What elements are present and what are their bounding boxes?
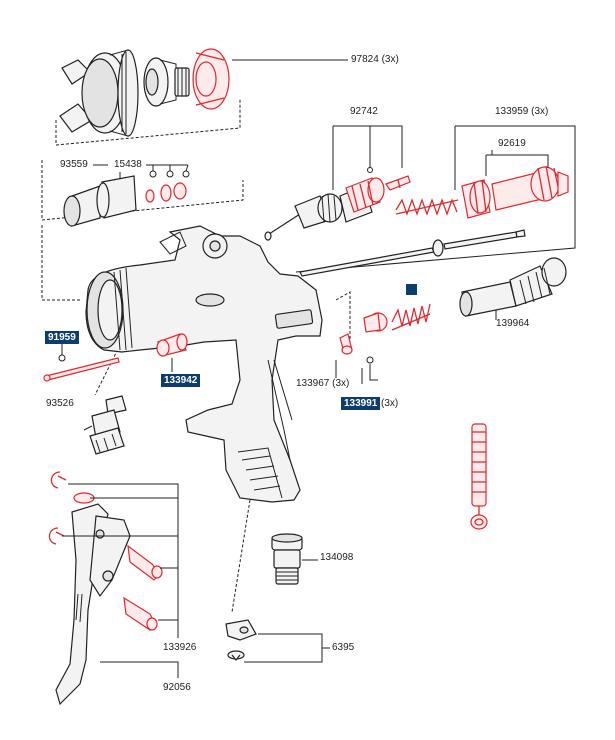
cap-92619: [461, 165, 569, 219]
spray-gun-body: [85, 225, 323, 503]
air-fitting-93526: [83, 395, 127, 455]
label-133967: 133967 (3x): [296, 378, 350, 389]
cleaning-brush: [470, 423, 488, 530]
cap-139964: [459, 257, 567, 317]
label-93559: 93559: [60, 159, 88, 170]
label-139964: 139964: [496, 318, 530, 329]
label-15438: 15438: [114, 159, 142, 170]
screw-133967: [339, 333, 353, 355]
label-93526: 93526: [46, 398, 74, 409]
label-133959: 133959 (3x): [495, 106, 549, 117]
label-92742: 92742: [350, 106, 378, 117]
o-rings-15438: [145, 170, 190, 203]
pin-91959: [43, 342, 120, 382]
trigger-assembly: [48, 471, 163, 706]
label-3x: (3x): [381, 398, 399, 409]
label-92619: 92619: [498, 138, 526, 149]
tag-133991: 133991: [341, 397, 381, 410]
label-6395: 6395: [332, 642, 355, 653]
part-133942: [156, 333, 188, 372]
part-6395: [225, 619, 257, 661]
fluid-needle: [299, 229, 526, 277]
tag-91959: 91959: [45, 331, 79, 344]
adapter-134098: [271, 533, 318, 585]
needle-packing-92742: [264, 175, 411, 241]
marker-square: [406, 284, 417, 295]
air-cap-assembly: [59, 49, 190, 137]
spring-133959: [395, 198, 459, 216]
label-134098: 134098: [320, 552, 354, 563]
label-92056: 92056: [163, 682, 191, 693]
valve-seat-133991: [363, 303, 431, 364]
cylinder-93559: [63, 175, 137, 227]
label-133926: 133926: [163, 642, 197, 653]
label-97824: 97824 (3x): [351, 54, 399, 65]
retaining-ring-97824: [192, 48, 230, 110]
tag-133942: 133942: [161, 374, 201, 387]
